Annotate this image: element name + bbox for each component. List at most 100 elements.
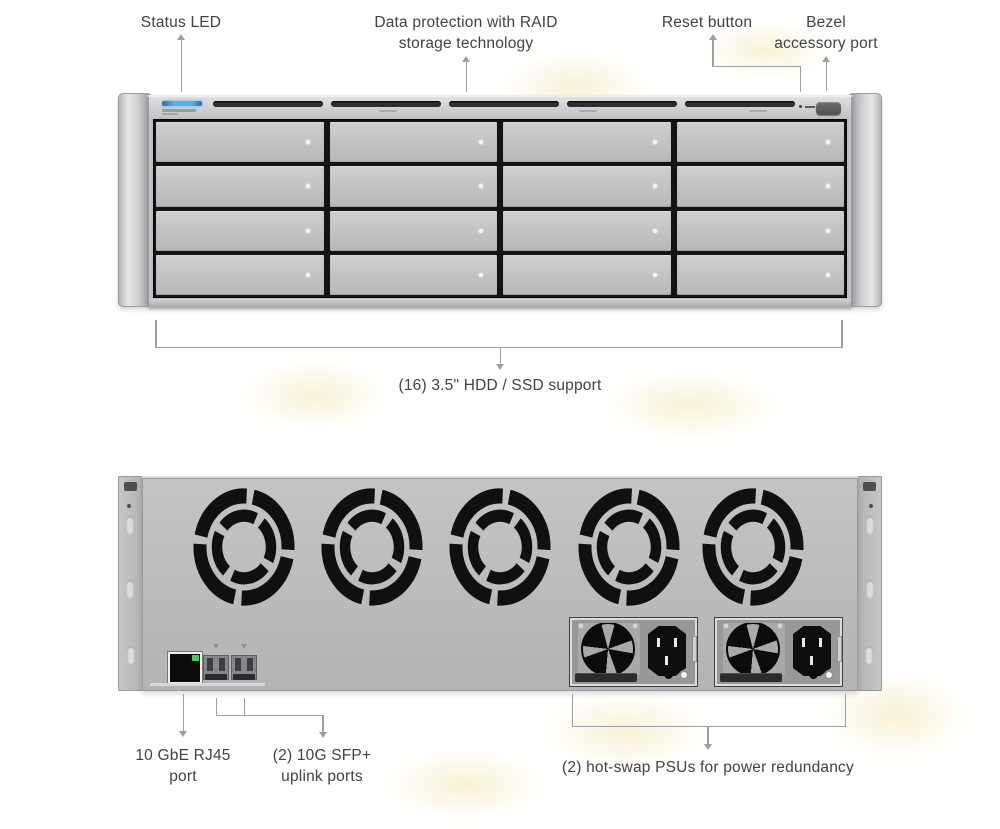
drive-tray bbox=[329, 122, 497, 163]
mount-slot bbox=[866, 516, 874, 534]
cooling-fan-icon bbox=[578, 488, 680, 606]
drive-led-icon bbox=[826, 140, 830, 145]
reset-button bbox=[799, 105, 815, 108]
mount-notch bbox=[124, 482, 137, 491]
rack-ear-left bbox=[118, 93, 152, 307]
drive-led-icon bbox=[652, 272, 657, 277]
psu-status-led bbox=[824, 670, 834, 680]
psu-handle bbox=[720, 673, 782, 682]
psu-screw bbox=[777, 623, 783, 629]
drive-bay-grid bbox=[153, 119, 847, 298]
drive-tray bbox=[503, 166, 671, 207]
drive-led-icon bbox=[479, 184, 483, 189]
psu-status-led bbox=[679, 670, 689, 680]
psu-thumbscrew bbox=[809, 670, 818, 679]
drive-led-icon bbox=[652, 228, 657, 233]
inlet-pin bbox=[802, 638, 805, 647]
leader-reset-v1 bbox=[712, 40, 714, 67]
leader-arrow bbox=[462, 56, 470, 62]
drive-tray bbox=[156, 254, 324, 295]
callout-bays-label: (16) 3.5" HDD / SSD support bbox=[398, 377, 602, 394]
leader-arrow bbox=[708, 34, 717, 40]
rj45-port bbox=[168, 652, 202, 684]
rack-ear-left bbox=[118, 476, 144, 691]
psu-screw bbox=[632, 623, 638, 629]
mount-slot bbox=[126, 516, 134, 534]
leader-arrow bbox=[496, 364, 504, 370]
sfp-port-2 bbox=[231, 655, 257, 680]
bracket-bays-horizontal bbox=[155, 346, 842, 348]
cooling-fan-icon bbox=[449, 488, 551, 606]
psu-screw bbox=[723, 623, 729, 629]
callout-psu-label: (2) hot-swap PSUs for power redundancy bbox=[562, 759, 854, 776]
vent-slot bbox=[449, 101, 559, 107]
bracket-psu-left bbox=[571, 694, 573, 727]
callout-sfp-label: (2) 10G SFP+ uplink ports bbox=[272, 747, 372, 785]
leader-raid bbox=[465, 62, 467, 92]
inlet-pin bbox=[810, 656, 813, 665]
leader-arrow bbox=[177, 34, 185, 40]
cooling-fan-icon bbox=[193, 488, 295, 606]
vent-slot bbox=[685, 101, 795, 107]
bracket-sfp-tick1 bbox=[215, 698, 217, 716]
screw-hole bbox=[869, 504, 873, 508]
vent-slot bbox=[331, 101, 441, 107]
inlet-pin bbox=[665, 656, 668, 665]
drive-led-icon bbox=[305, 272, 310, 277]
bracket-sfp-stem bbox=[322, 715, 324, 733]
sfp-port-1 bbox=[203, 655, 229, 680]
psu-fan-icon bbox=[578, 623, 640, 675]
drive-led-icon bbox=[479, 228, 483, 233]
leader-arrow bbox=[703, 744, 712, 750]
front-view bbox=[118, 93, 882, 307]
mount-notch bbox=[863, 482, 876, 491]
drive-tray bbox=[503, 122, 671, 163]
psu-latch bbox=[692, 636, 697, 662]
inlet-pin bbox=[657, 638, 660, 647]
leader-arrow bbox=[822, 56, 830, 62]
port-label-strip bbox=[150, 683, 265, 686]
rear-view bbox=[118, 476, 882, 691]
psu-module-2 bbox=[714, 617, 843, 687]
drive-tray bbox=[676, 210, 844, 251]
leader-arrow bbox=[179, 731, 187, 737]
drive-tray bbox=[156, 166, 324, 207]
callout-rj45-label: 10 GbE RJ45 port bbox=[135, 747, 231, 785]
drive-tray bbox=[329, 254, 497, 295]
bezel-accessory-port bbox=[816, 102, 841, 115]
port-marking bbox=[379, 110, 397, 112]
drive-tray bbox=[329, 210, 497, 251]
ac-inlet-c14 bbox=[793, 626, 831, 676]
drive-tray bbox=[503, 254, 671, 295]
sfp-marking bbox=[213, 644, 219, 649]
drive-tray bbox=[676, 166, 844, 207]
mount-slot bbox=[127, 646, 135, 664]
rack-ear-right bbox=[848, 93, 882, 307]
bracket-psu-stem bbox=[707, 727, 709, 745]
leader-rj45 bbox=[182, 694, 184, 732]
bracket-psu-horizontal bbox=[571, 725, 846, 727]
rear-panel bbox=[142, 476, 858, 691]
front-bottom-bar bbox=[149, 299, 851, 307]
drive-led-icon bbox=[826, 272, 830, 277]
drive-led-icon bbox=[305, 140, 310, 145]
drive-tray bbox=[156, 122, 324, 163]
callout-status-led-label: Status LED bbox=[140, 14, 222, 31]
psu-screw bbox=[578, 623, 584, 629]
drive-led-icon bbox=[305, 184, 310, 189]
screw-hole bbox=[127, 504, 131, 508]
psu-latch bbox=[837, 636, 842, 662]
leader-reset-v2 bbox=[799, 65, 801, 92]
callout-reset-label: Reset button bbox=[661, 14, 753, 31]
callout-raid-label: Data protection with RAID storage techno… bbox=[374, 14, 558, 52]
drive-tray bbox=[676, 122, 844, 163]
leader-status-led bbox=[180, 40, 182, 92]
cooling-fan-icon bbox=[702, 488, 804, 606]
drive-led-icon bbox=[652, 184, 657, 189]
mount-slot bbox=[866, 580, 874, 598]
drive-tray bbox=[329, 166, 497, 207]
drive-led-icon bbox=[652, 140, 657, 145]
leader-bezel bbox=[825, 62, 827, 91]
status-led bbox=[162, 101, 202, 106]
front-top-bar bbox=[149, 97, 851, 117]
